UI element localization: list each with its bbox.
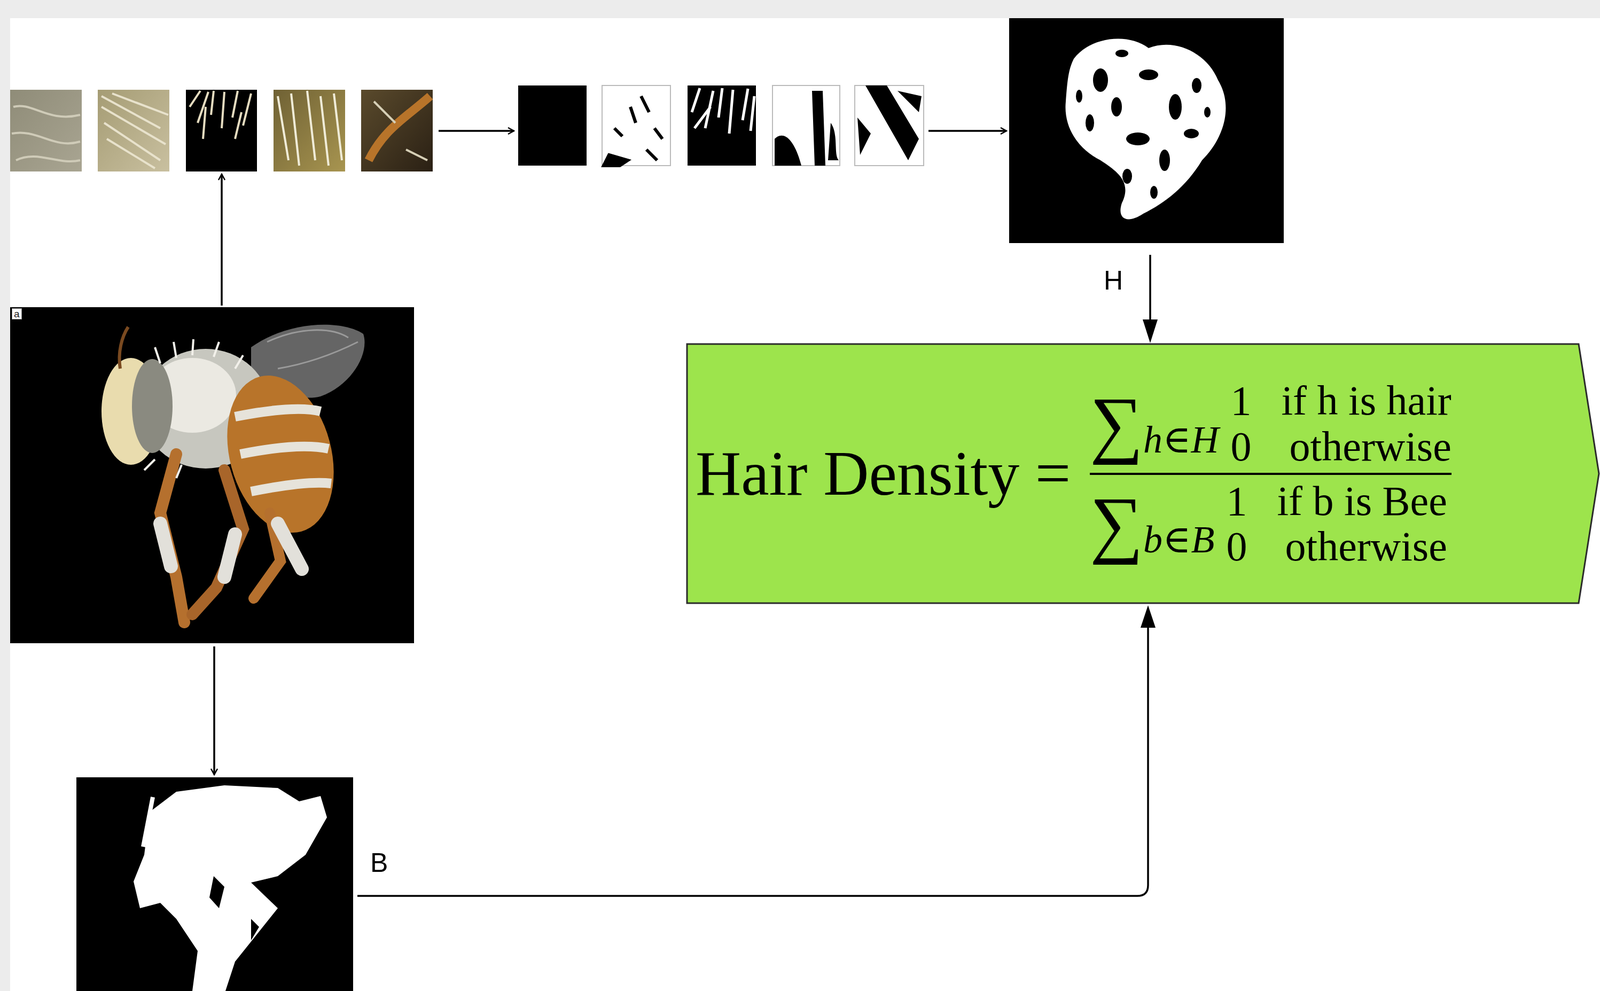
frame-band	[0, 0, 1600, 19]
case-value: 1	[1230, 377, 1252, 424]
fraction: ∑h∈H1if h is hair0otherwise∑b∈B1if b is …	[1089, 377, 1452, 570]
sum-symbol: ∑	[1089, 386, 1144, 462]
fraction-row: ∑b∈B1if b is Bee0otherwise	[1089, 478, 1452, 571]
formula-box: Hair Density =∑h∈H1if h is hair0otherwis…	[685, 342, 1600, 605]
formula-lhs: Hair Density =	[695, 437, 1071, 511]
case-value: 0	[1226, 523, 1247, 570]
edge-letter: B	[370, 849, 388, 877]
image-patches	[10, 89, 433, 172]
case-condition: otherwise	[1289, 423, 1452, 470]
sum-term: ∑h∈H	[1089, 386, 1219, 462]
panel-tag: a	[11, 308, 22, 320]
case-condition: if h is hair	[1281, 377, 1451, 424]
case-condition: if b is Bee	[1276, 478, 1447, 525]
sum-term: ∑b∈B	[1089, 486, 1215, 561]
sum-subscript: b∈B	[1143, 520, 1215, 561]
case-value: 1	[1226, 478, 1247, 525]
case-table: 1 if b is Bee 0 otherwise	[1226, 478, 1447, 571]
case-table: 1 if h is hair 0 otherwise	[1230, 377, 1451, 470]
chevron-shape	[687, 344, 1599, 604]
mask-patches	[518, 85, 924, 166]
sum-subscript: h∈H	[1143, 420, 1219, 462]
sum-symbol: ∑	[1089, 486, 1144, 561]
bee-mask	[76, 777, 354, 991]
bee-photo	[10, 307, 415, 644]
formula: Hair Density =∑h∈H1if h is hair0otherwis…	[685, 342, 1452, 605]
frame-band	[0, 0, 11, 991]
case-value: 0	[1230, 423, 1252, 470]
fraction-bar	[1089, 472, 1452, 475]
fraction-row: ∑h∈H1if h is hair0otherwise	[1089, 377, 1452, 470]
hair-mask	[1009, 18, 1284, 244]
edge-letter: H	[1103, 267, 1123, 294]
case-condition: otherwise	[1285, 523, 1448, 570]
